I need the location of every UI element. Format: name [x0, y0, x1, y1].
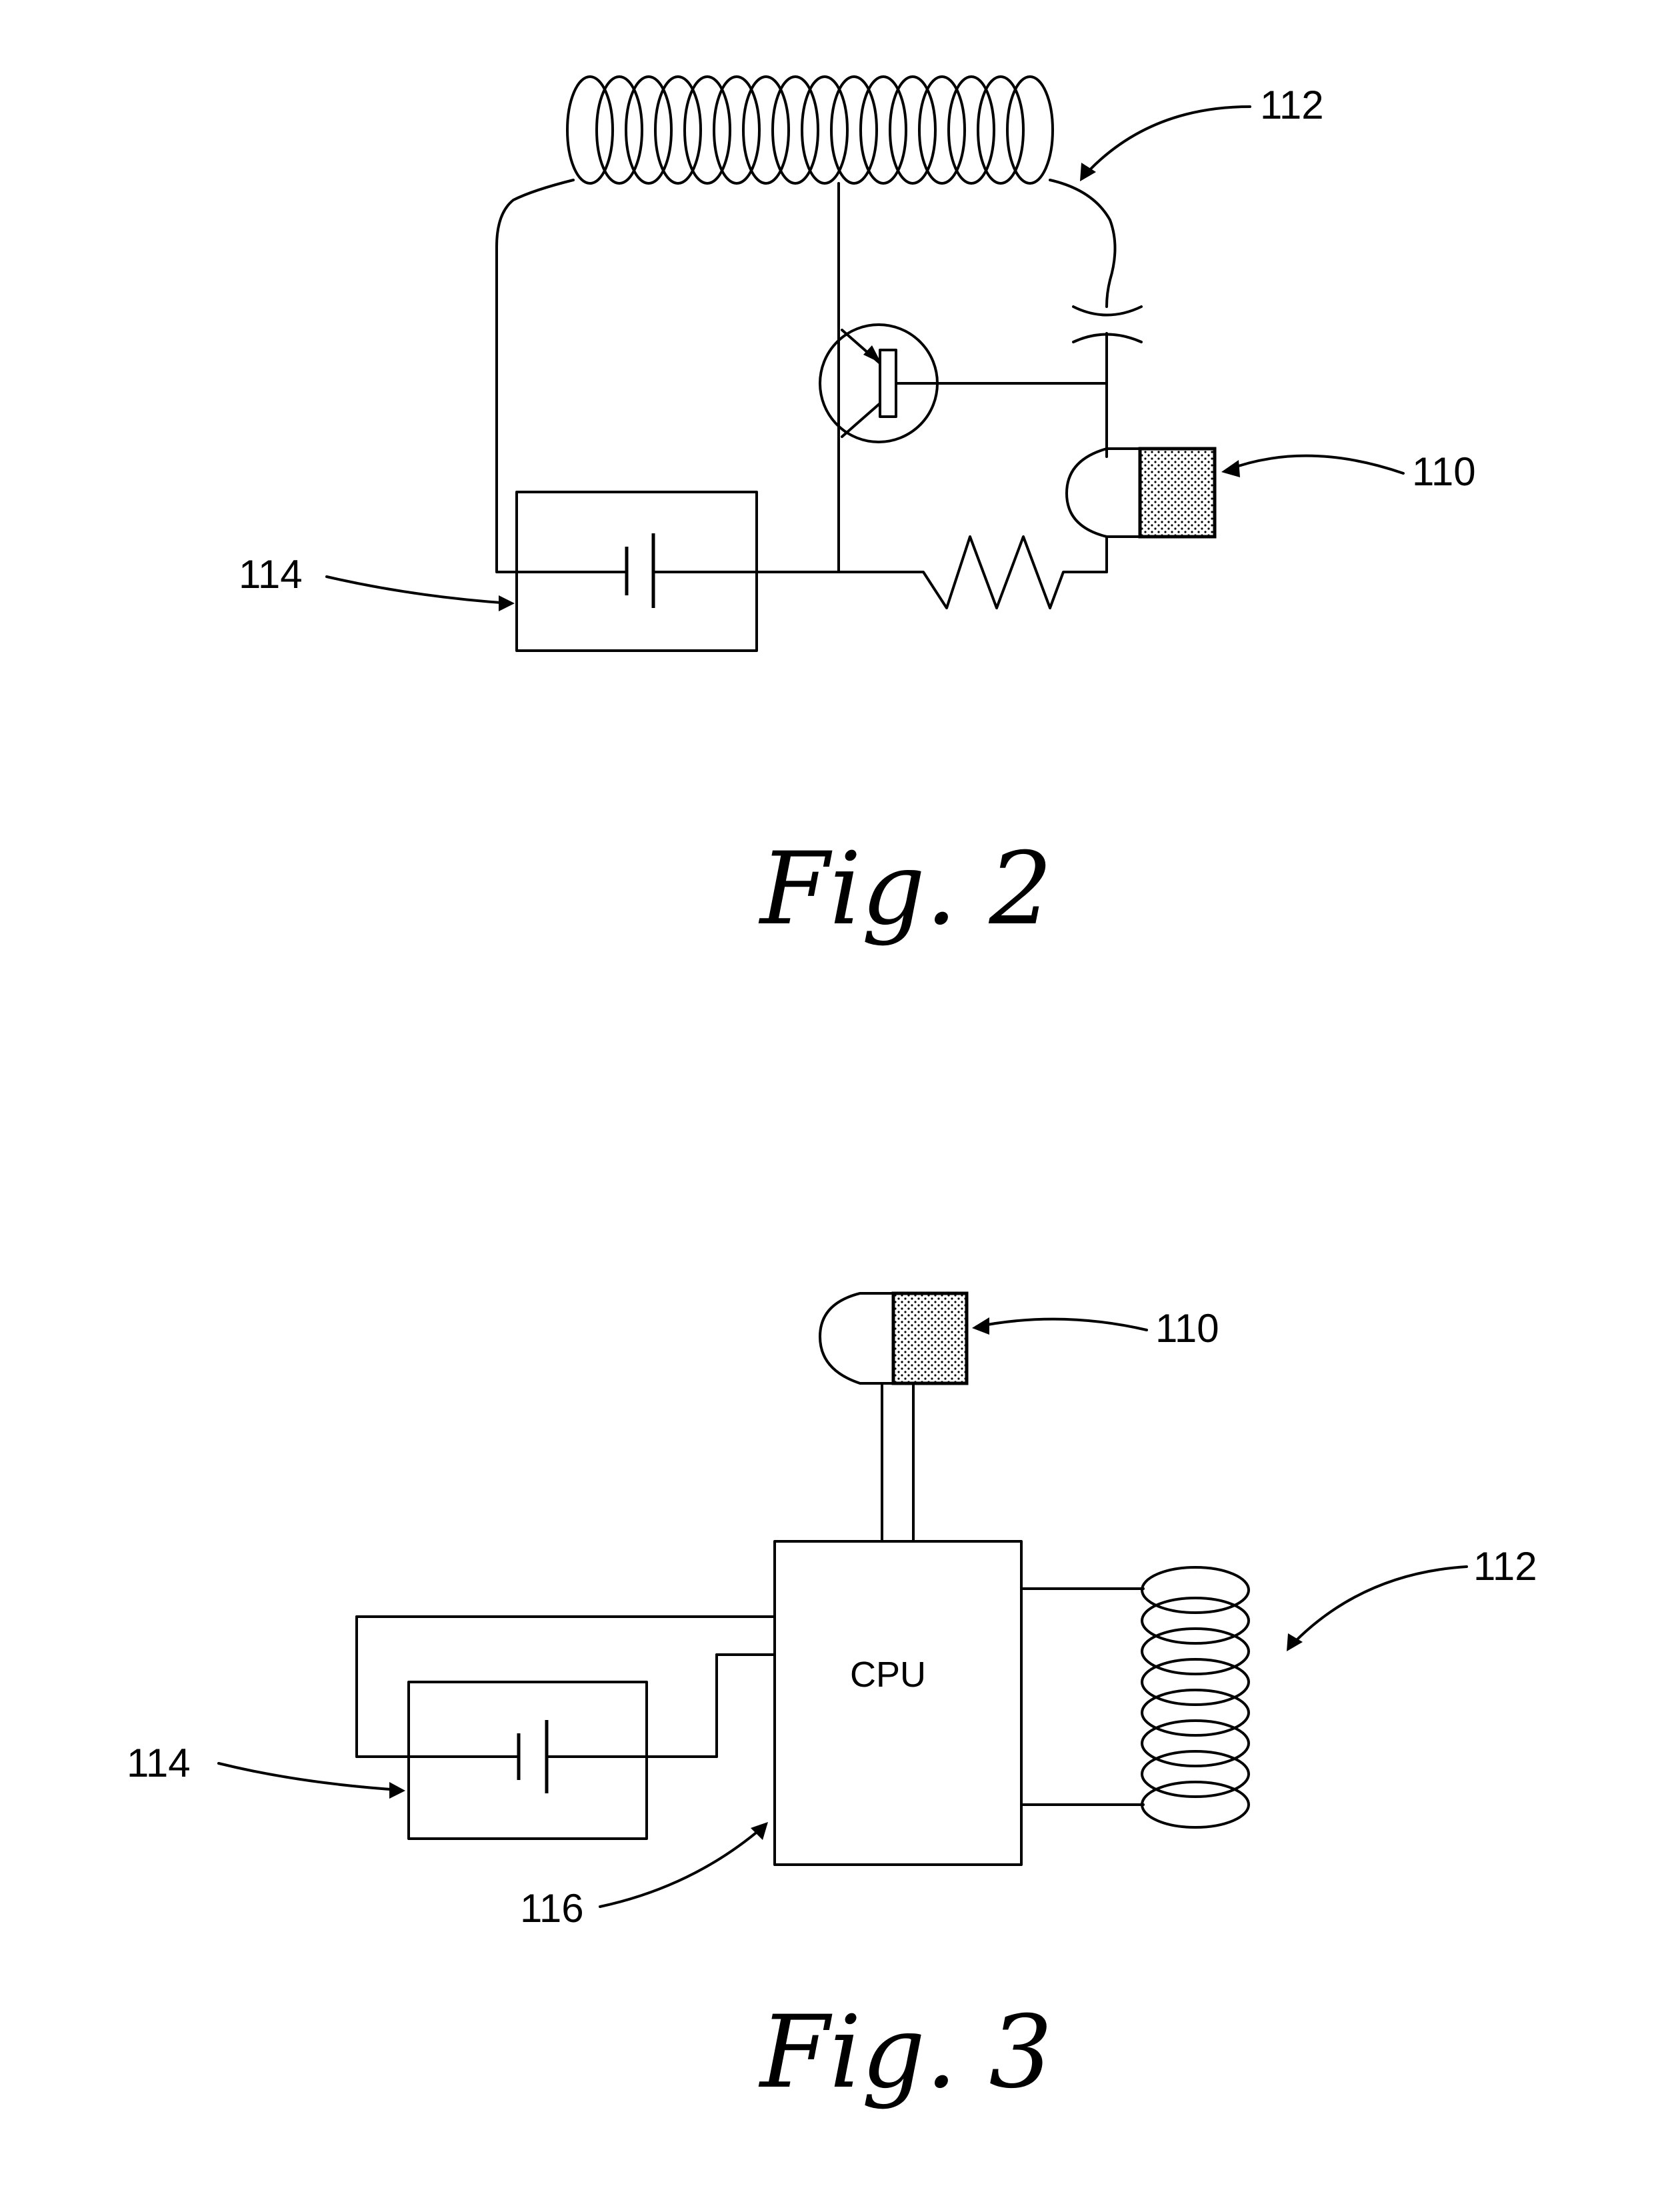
fig3-label-116: 116 [520, 1886, 584, 1931]
fig2-coil-loop [655, 77, 701, 183]
fig2-label-114: 114 [239, 552, 303, 597]
fig3-label-112: 112 [1473, 1544, 1537, 1589]
fig2-label-112: 112 [1260, 83, 1324, 127]
fig2-leader-110 [1227, 456, 1403, 473]
fig2-coil-loop [567, 77, 613, 183]
fig2-coil-loop [714, 77, 759, 183]
fig3-cpu-text: CPU [850, 1655, 926, 1695]
fig3-arrow-110-icon [972, 1317, 989, 1335]
fig2-coil-loop [831, 77, 877, 183]
fig2-label-110: 110 [1412, 449, 1476, 494]
fig2-caption: Fig. 2 [758, 831, 1053, 947]
fig2-capacitor [1073, 307, 1141, 457]
figure-2: 112 110 114 Fig. 2 [239, 77, 1476, 947]
fig2-coil-loop [626, 77, 671, 183]
fig2-coil-loop [802, 77, 847, 183]
fig2-arrow-110-icon [1221, 460, 1240, 477]
fig2-arrow-114-icon [499, 595, 515, 611]
fig3-sensor-110 [820, 1293, 967, 1541]
fig2-sensor-110 [1067, 449, 1215, 572]
fig2-battery-114 [517, 492, 757, 651]
fig2-coil-loop [890, 77, 935, 183]
fig2-coil-loop [685, 77, 730, 183]
fig3-label-110: 110 [1155, 1306, 1219, 1351]
fig3-leader-110 [977, 1319, 1147, 1330]
fig2-coil-loop [773, 77, 818, 183]
fig2-coil-loop [949, 77, 994, 183]
fig3-battery-114 [357, 1617, 775, 1839]
fig2-leader-112 [1083, 107, 1250, 177]
fig2-coil-112 [567, 77, 1053, 183]
fig2-coil-loop [919, 77, 965, 183]
fig2-coil-loop [978, 77, 1023, 183]
fig3-label-114: 114 [127, 1741, 191, 1785]
fig2-emitter-arrow-icon [863, 345, 881, 363]
fig2-leader-114 [327, 577, 510, 603]
fig2-coil-loop [861, 77, 906, 183]
fig2-transistor [820, 325, 1107, 442]
figure-3: CPU 110 112 114 116 [127, 1293, 1537, 2111]
fig2-coil-left-lead [497, 180, 573, 572]
fig3-coil-loop [1142, 1782, 1249, 1827]
fig3-cpu-116: CPU [775, 1541, 1021, 1865]
fig3-caption: Fig. 3 [758, 1995, 1053, 2111]
fig3-arrow-114-icon [389, 1782, 405, 1799]
fig3-leader-112 [1290, 1567, 1467, 1647]
fig3-coil-112 [1142, 1567, 1249, 1827]
fig2-coil-loop [743, 77, 789, 183]
fig3-leader-114 [219, 1763, 400, 1790]
fig2-coil-loop [1007, 77, 1053, 183]
fig3-arrow-116-icon [751, 1822, 768, 1840]
fig2-coil-loop [597, 77, 642, 183]
fig2-coil-right-lead [1050, 180, 1115, 307]
